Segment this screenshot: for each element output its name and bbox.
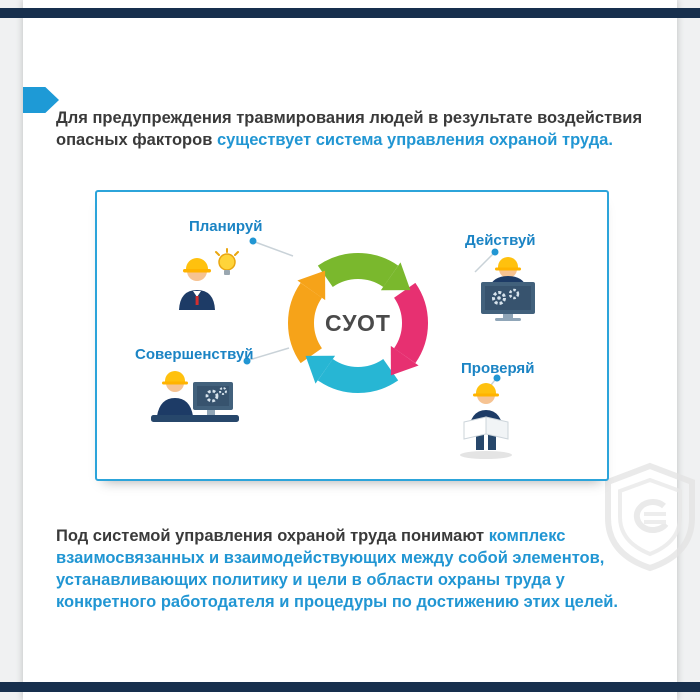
definition-text-dark: Под системой управления охраной труда по… bbox=[56, 526, 485, 545]
step-label-check: Проверяй bbox=[461, 360, 535, 377]
intro-text-dark: Для предупреждения травмирования людей в… bbox=[56, 108, 643, 149]
cycle-arrow-improve bbox=[288, 282, 323, 364]
connector-dot-plan bbox=[249, 237, 257, 245]
cycle-center-label: СУОТ bbox=[325, 309, 391, 336]
gear-icon bbox=[492, 291, 506, 305]
step-label-improve: Совершенствуй bbox=[135, 346, 254, 363]
desk bbox=[151, 415, 239, 422]
connector-lines bbox=[243, 237, 501, 391]
bottom-navy-bar bbox=[0, 682, 700, 692]
intro-paragraph: Для предупреждения травмирования людей в… bbox=[56, 107, 648, 151]
connector-line-do bbox=[474, 253, 494, 273]
definition-text-blue: комплекс взаимосвязанных и взаимодейству… bbox=[56, 526, 618, 611]
hard-hat-icon bbox=[498, 257, 518, 269]
pdca-cycle-rings bbox=[288, 253, 428, 393]
step-label-plan: Планируй bbox=[189, 218, 263, 235]
cycle-arrow-check bbox=[317, 358, 399, 393]
worker-body bbox=[157, 398, 193, 416]
intro-text-blue: существует система управления охраной тр… bbox=[216, 130, 613, 149]
worker-tie bbox=[195, 296, 199, 305]
worker-computer-illustration bbox=[481, 257, 535, 321]
hard-hat-icon bbox=[476, 383, 496, 395]
lightbulb-icon bbox=[215, 248, 239, 275]
gear-icon bbox=[508, 288, 520, 300]
cycle-arrowhead-plan bbox=[380, 262, 411, 291]
step-label-do: Действуй bbox=[465, 232, 536, 249]
connector-dot-do bbox=[491, 248, 499, 256]
pdca-cycle: СУОТ bbox=[263, 228, 453, 418]
worker-idea-illustration bbox=[179, 248, 239, 310]
gear-icon bbox=[219, 387, 227, 395]
cycle-arrowhead-check bbox=[305, 355, 336, 384]
watermark-shield-icon bbox=[605, 462, 695, 572]
connector-dot-improve bbox=[243, 357, 251, 365]
top-navy-bar bbox=[0, 8, 700, 18]
cycle-arrowhead-do bbox=[390, 345, 419, 376]
cycle-arrow-plan bbox=[317, 253, 399, 288]
connector-line-improve bbox=[248, 347, 290, 361]
map-icon bbox=[485, 416, 509, 440]
gear-icon bbox=[205, 389, 219, 403]
hard-hat-icon bbox=[165, 371, 185, 383]
definition-paragraph: Под системой управления охраной труда по… bbox=[56, 525, 656, 613]
connector-line-plan bbox=[254, 241, 294, 257]
cycle-arrow-do bbox=[393, 282, 428, 364]
cycle-arrowhead-improve bbox=[297, 270, 326, 301]
figure-shadow bbox=[460, 451, 512, 459]
hard-hat-icon bbox=[186, 258, 208, 271]
diagram-card: СУОТ Планируй Действуй Проверяй Совершен… bbox=[95, 190, 609, 481]
connector-dot-check bbox=[493, 374, 501, 382]
worker-desk-illustration bbox=[151, 371, 239, 422]
worker-map-illustration bbox=[460, 383, 512, 459]
